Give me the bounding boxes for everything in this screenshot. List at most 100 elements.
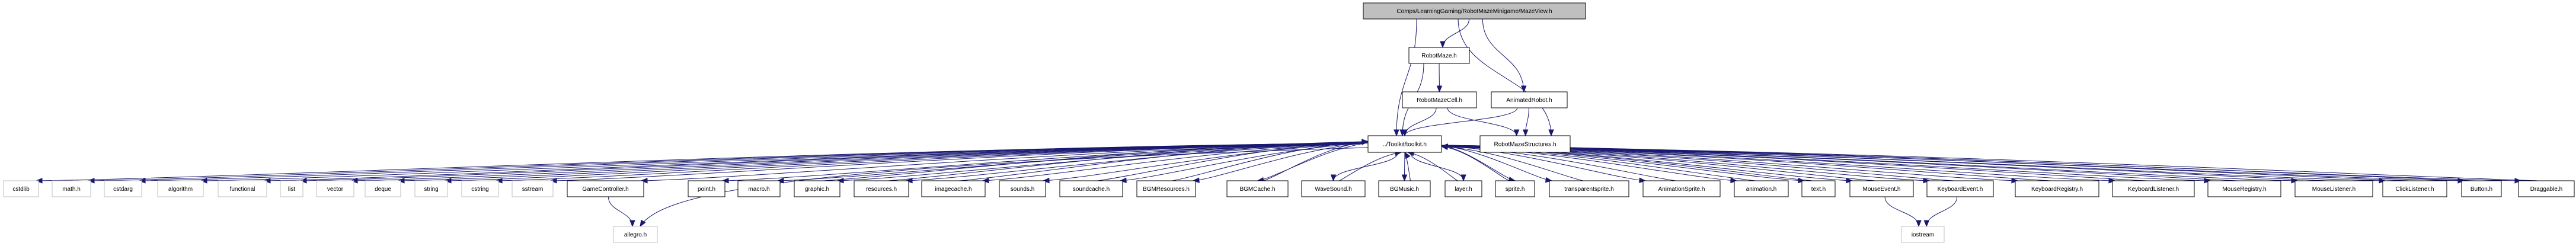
node-robotmazestructures[interactable]: RobotMazeStructures.h xyxy=(1479,135,1571,153)
node-label: point.h xyxy=(698,186,715,193)
node-layer[interactable]: layer.h xyxy=(1444,180,1482,197)
node-box xyxy=(157,180,204,197)
node-keyboardlistener[interactable]: KeyboardListener.h xyxy=(2112,180,2195,197)
node-soundcache[interactable]: soundcache.h xyxy=(1059,180,1123,197)
node-box xyxy=(1495,180,1535,197)
edge-toolkit-to-soundcache xyxy=(1120,142,1369,181)
edge-graphic-to-toolkit xyxy=(823,141,1369,181)
edge-keyboardevent-to-iostream xyxy=(1926,196,1958,227)
node-algorithm[interactable]: algorithm xyxy=(157,180,204,197)
node-box xyxy=(1491,91,1568,108)
edge-animatedrobot-to-toolkit xyxy=(1404,107,1518,136)
node-label: ../Toolkit/toolkit.h xyxy=(1383,142,1427,148)
edge-layer-to-toolkit xyxy=(1407,152,1458,181)
node-functional[interactable]: functional xyxy=(218,180,267,197)
edge-toolkit-to-sounds xyxy=(1043,142,1369,181)
node-label: sstream xyxy=(522,186,544,193)
node-graphic[interactable]: graphic.h xyxy=(794,180,840,197)
node-box xyxy=(2015,180,2099,197)
node-bgmresources[interactable]: BGMResources.h xyxy=(1136,180,1196,197)
edge-toolkit-to-layer xyxy=(1410,152,1464,181)
edge-gamecontroller-to-allegro xyxy=(608,196,633,227)
node-box xyxy=(3,180,39,197)
node-label: cstdarg xyxy=(113,186,133,193)
arrowhead-icon xyxy=(397,178,405,184)
node-iostream[interactable]: iostream xyxy=(1901,226,1945,243)
node-box xyxy=(52,180,91,197)
node-gamecontroller[interactable]: GameController.h xyxy=(567,180,644,197)
node-box xyxy=(1136,180,1196,197)
node-box xyxy=(1226,180,1289,197)
edge-toolkit-to-wavesound xyxy=(1333,152,1399,181)
node-label: Draggable.h xyxy=(2530,186,2562,193)
arrowhead-icon xyxy=(1513,129,1520,137)
node-robotmaze[interactable]: RobotMaze.h xyxy=(1408,47,1470,64)
node-clicklistener[interactable]: ClickListener.h xyxy=(2382,180,2447,197)
node-label: macro.h xyxy=(748,186,769,193)
arrowhead-icon xyxy=(2514,178,2522,184)
node-cstdarg[interactable]: cstdarg xyxy=(104,180,142,197)
node-mouseevent[interactable]: MouseEvent.h xyxy=(1849,180,1914,197)
node-label: text.h xyxy=(1811,186,1826,193)
node-mazeview[interactable]: Comps/LearningGaming/RobotMazeMinigame/M… xyxy=(1363,2,1586,20)
node-mouselistener[interactable]: MouseListener.h xyxy=(2294,180,2373,197)
node-imagecache[interactable]: imagecache.h xyxy=(921,180,986,197)
edge-mazeview-to-animatedrobot xyxy=(1482,18,1524,92)
node-box xyxy=(921,180,986,197)
node-button[interactable]: Button.h xyxy=(2461,180,2502,197)
node-allegro[interactable]: allegro.h xyxy=(613,226,658,243)
node-box xyxy=(2518,180,2575,197)
node-box xyxy=(104,180,142,197)
node-transparentsprite[interactable]: transparentsprite.h xyxy=(1549,180,1629,197)
node-wavesound[interactable]: WaveSound.h xyxy=(1301,180,1366,197)
node-keyboardevent[interactable]: KeyboardEvent.h xyxy=(1926,180,1994,197)
node-label: layer.h xyxy=(1455,186,1472,193)
node-box xyxy=(1734,180,1789,197)
node-box xyxy=(218,180,267,197)
arrowhead-icon xyxy=(982,177,989,184)
node-sprite[interactable]: sprite.h xyxy=(1495,180,1535,197)
node-text[interactable]: text.h xyxy=(1801,180,1836,197)
node-string[interactable]: string xyxy=(414,180,448,197)
node-box xyxy=(1549,180,1629,197)
node-cstdlib[interactable]: cstdlib xyxy=(3,180,39,197)
node-label: MouseListener.h xyxy=(2312,186,2356,193)
node-math[interactable]: math.h xyxy=(52,180,91,197)
node-label: math.h xyxy=(62,186,81,193)
arrowhead-icon xyxy=(1916,220,1922,228)
node-cstring[interactable]: cstring xyxy=(461,180,499,197)
node-sstream[interactable]: sstream xyxy=(512,180,554,197)
node-toolkit[interactable]: ../Toolkit/toolkit.h xyxy=(1367,135,1442,153)
arrowhead-icon xyxy=(350,178,358,184)
node-animationsprite[interactable]: AnimationSprite.h xyxy=(1642,180,1721,197)
node-label: Comps/LearningGaming/RobotMazeMinigame/M… xyxy=(1396,8,1552,15)
node-resources[interactable]: resources.h xyxy=(854,180,909,197)
node-box xyxy=(512,180,554,197)
node-label: BGMusic.h xyxy=(1390,186,1419,193)
node-bgmcache[interactable]: BGMCache.h xyxy=(1226,180,1289,197)
node-label: resources.h xyxy=(866,186,897,193)
node-label: transparentsprite.h xyxy=(1564,186,1613,193)
node-box xyxy=(1901,226,1945,243)
node-deque[interactable]: deque xyxy=(365,180,401,197)
node-vector[interactable]: vector xyxy=(316,180,354,197)
arrowhead-icon xyxy=(640,219,646,228)
node-robotmazecell[interactable]: RobotMazeCell.h xyxy=(1402,91,1477,108)
node-animatedrobot[interactable]: AnimatedRobot.h xyxy=(1491,91,1568,108)
node-label: KeyboardRegistry.h xyxy=(2031,186,2083,193)
node-bgmusic[interactable]: BGMusic.h xyxy=(1378,180,1431,197)
node-animation[interactable]: animation.h xyxy=(1734,180,1789,197)
node-box xyxy=(1801,180,1836,197)
node-label: AnimationSprite.h xyxy=(1658,186,1705,193)
node-box xyxy=(1367,135,1442,153)
node-keyboardregistry[interactable]: KeyboardRegistry.h xyxy=(2015,180,2099,197)
node-sounds[interactable]: sounds.h xyxy=(999,180,1046,197)
node-label: deque xyxy=(375,186,391,193)
node-list[interactable]: list xyxy=(280,180,303,197)
arrowhead-icon xyxy=(629,220,635,228)
node-point[interactable]: point.h xyxy=(688,180,726,197)
node-draggable[interactable]: Draggable.h xyxy=(2518,180,2575,197)
node-macro[interactable]: macro.h xyxy=(737,180,781,197)
node-mouseregistry[interactable]: MouseRegistry.h xyxy=(2207,180,2281,197)
edge-toolkit-to-cstring xyxy=(496,142,1369,181)
